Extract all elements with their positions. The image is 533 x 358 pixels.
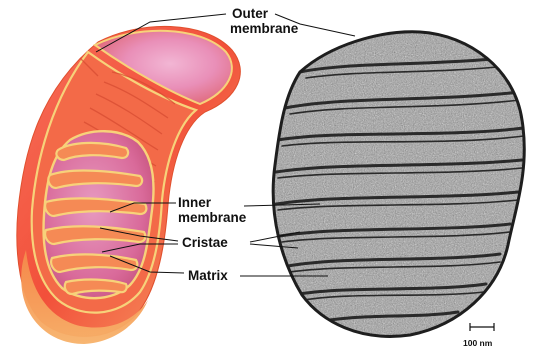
label-inner-line-1: Inner	[178, 195, 246, 210]
label-inner-line-2: membrane	[178, 210, 246, 225]
mitochondrion-illustration	[17, 26, 241, 344]
scale-bar-label: 100 nm	[463, 338, 492, 348]
electron-micrograph	[260, 20, 533, 350]
scale-bar	[470, 323, 494, 331]
label-inner-membrane: Inner membrane	[178, 195, 246, 225]
label-outer-line-2: membrane	[230, 21, 298, 36]
label-outer-line-1: Outer	[230, 6, 298, 21]
label-cristae: Cristae	[182, 235, 228, 250]
label-matrix: Matrix	[188, 268, 228, 283]
label-outer-membrane: Outer membrane	[230, 6, 298, 36]
